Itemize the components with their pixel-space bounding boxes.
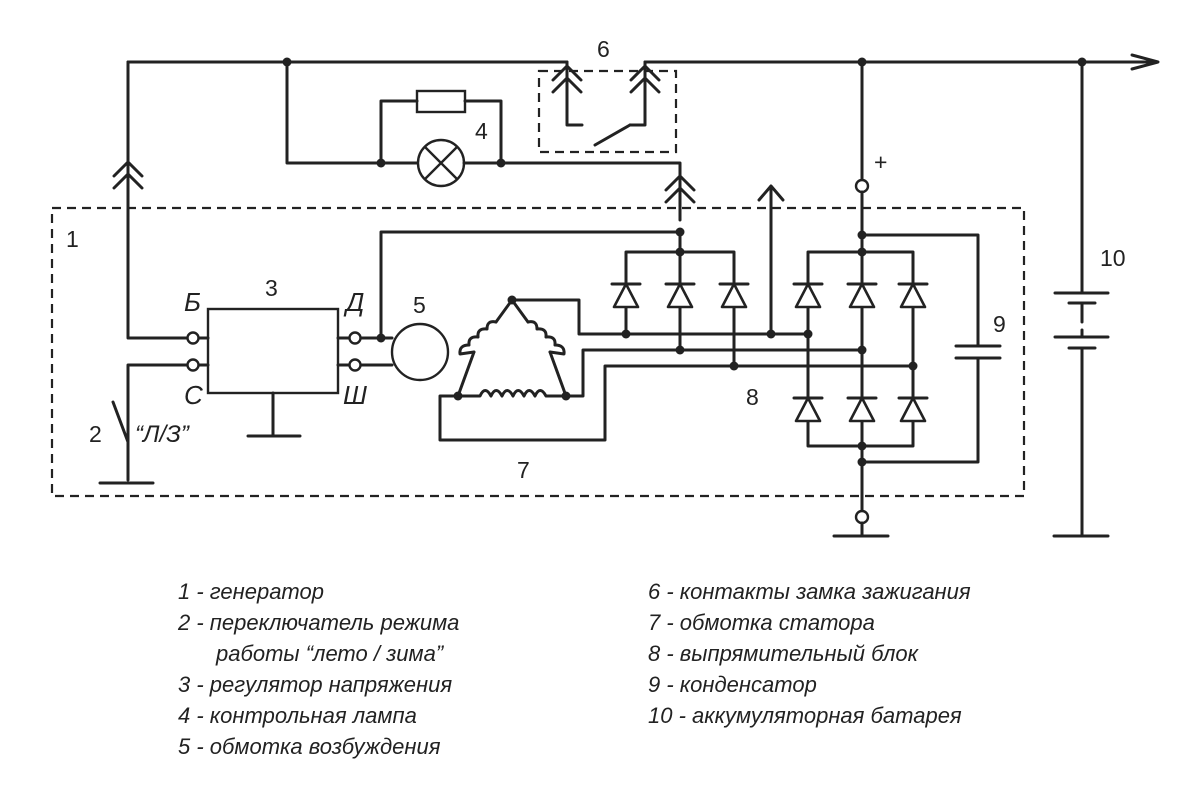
label-9: 9 <box>993 311 1006 337</box>
terminal-sh-label: Ш <box>343 380 367 410</box>
legend-right: 6 - контакты замка зажигания 7 - обмотка… <box>648 576 971 731</box>
field-winding-icon <box>390 322 450 382</box>
legend-left: 1 - генератор 2 - переключатель режима р… <box>178 576 459 762</box>
label-4: 4 <box>475 118 488 144</box>
mode-switch <box>98 363 189 485</box>
label-8: 8 <box>746 384 759 410</box>
ground-terminal <box>832 460 890 538</box>
stator-winding <box>438 295 915 442</box>
battery <box>1052 60 1110 538</box>
ignition-switch-contacts <box>551 60 661 147</box>
legend-item-7: 7 - обмотка статора <box>648 610 875 635</box>
terminal-d-label: Д <box>343 287 364 317</box>
ignition-switch-enclosure <box>537 69 678 154</box>
label-2: 2 <box>89 421 102 447</box>
legend-item-6: 6 - контакты замка зажигания <box>648 579 971 604</box>
terminal-c-label: С <box>184 380 203 410</box>
field-winding <box>359 230 682 382</box>
legend-item-2: 2 - переключатель режима <box>178 610 460 635</box>
plus-sign: + <box>874 149 887 175</box>
terminal-b-label: Б <box>184 287 201 317</box>
main-bus <box>126 53 1160 71</box>
legend-item-9: 9 - конденсатор <box>648 672 817 697</box>
label-3: 3 <box>265 275 278 301</box>
switch-mode-label: “Л/З” <box>135 421 190 448</box>
label-7: 7 <box>517 457 530 483</box>
legend-item-3: 3 - регулятор напряжения <box>178 672 453 697</box>
legend-item-1: 1 - генератор <box>178 579 324 604</box>
legend-item-10: 10 - аккумуляторная батарея <box>648 703 962 728</box>
lamp-branch <box>285 60 696 222</box>
legend-item-2-cont: работы “лето / зима” <box>216 641 444 666</box>
label-5: 5 <box>413 292 426 318</box>
legend-item-5: 5 - обмотка возбуждения <box>178 734 441 759</box>
legend-item-8: 8 - выпрямительный блок <box>648 641 918 666</box>
label-6: 6 <box>597 36 610 62</box>
voltage-regulator <box>186 307 362 438</box>
label-1: 1 <box>66 226 79 252</box>
label-10: 10 <box>1100 245 1126 271</box>
capacitor <box>860 233 1002 464</box>
lamp-resistor <box>415 89 467 114</box>
generator-enclosure <box>50 206 1026 498</box>
legend-item-4: 4 - контрольная лампа <box>178 703 417 728</box>
rectifier-block <box>610 184 929 467</box>
